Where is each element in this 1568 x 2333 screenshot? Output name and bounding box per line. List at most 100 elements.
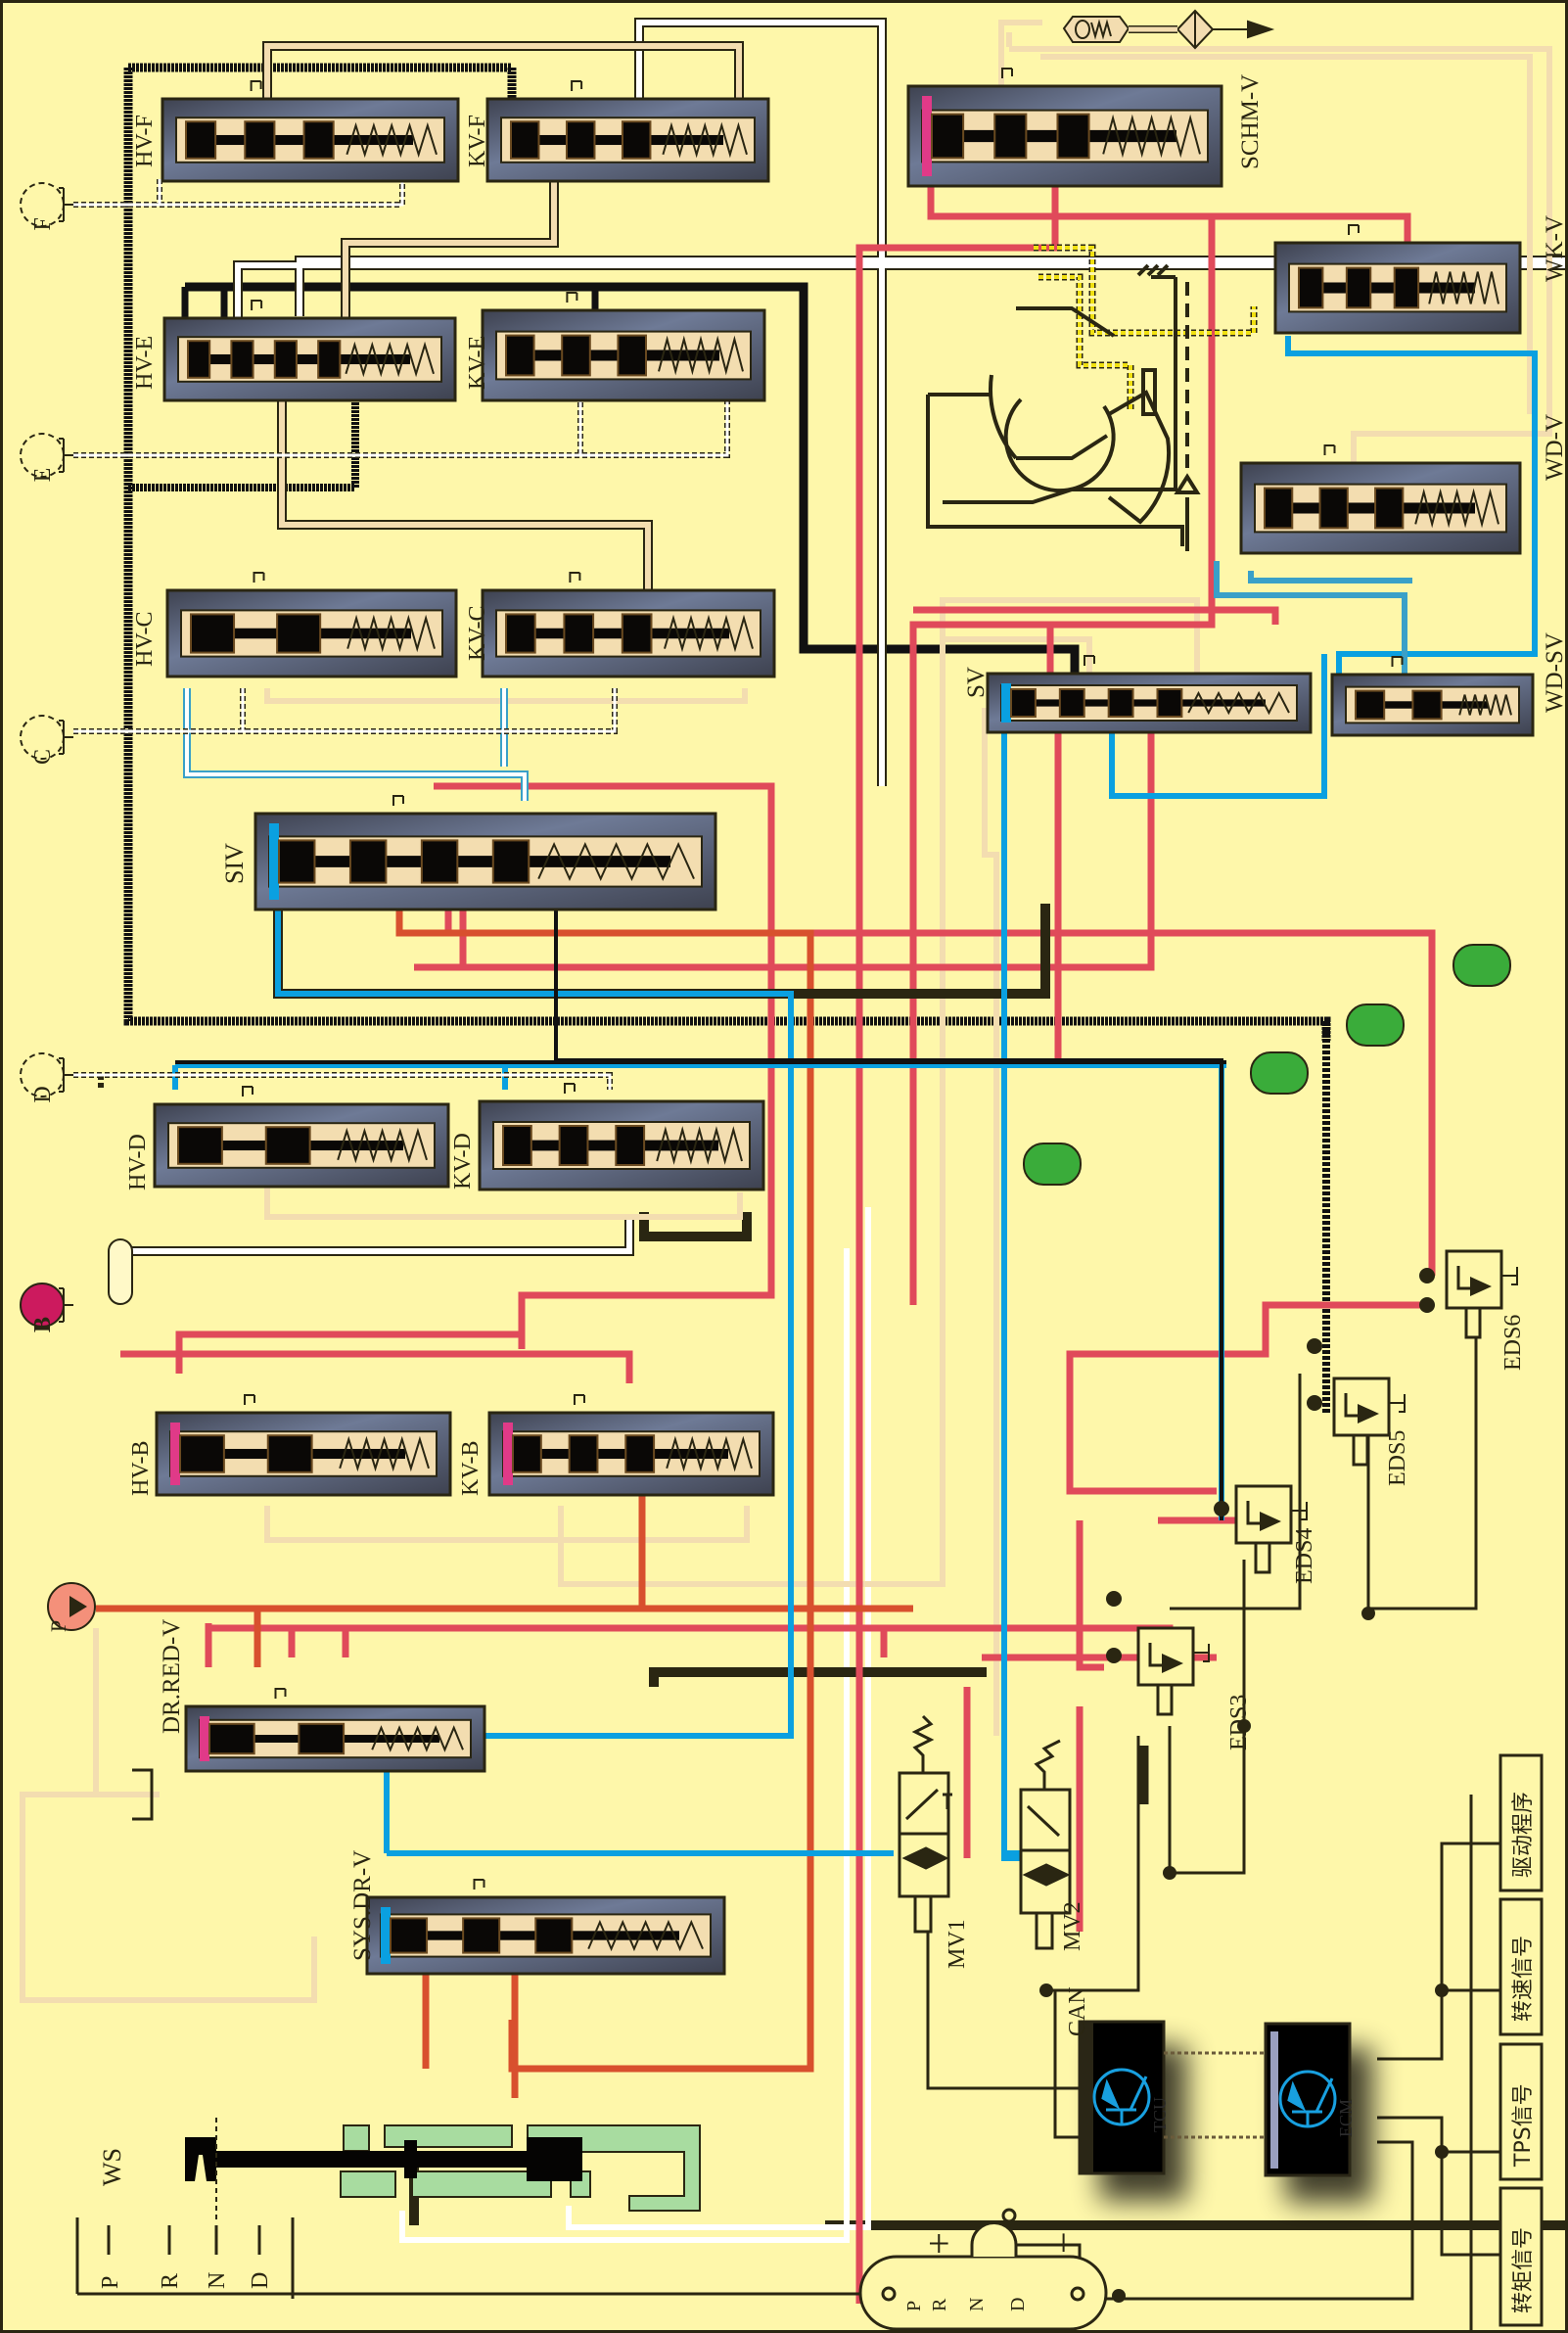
accumulator-2 — [1346, 1003, 1405, 1047]
signal-driver: 驱动程序 — [1511, 1792, 1536, 1878]
label-wd-sv: WD-SV — [1542, 632, 1568, 713]
lever-r: R — [929, 2298, 950, 2311]
eds-solenoids — [1136, 1249, 1518, 1716]
gate-d: D — [248, 2272, 273, 2289]
valve-kv-c — [481, 572, 776, 678]
label-wk-v: WK-V — [1542, 215, 1568, 282]
spring-icon — [1428, 271, 1499, 304]
label-kv-d: KV-D — [450, 1133, 476, 1190]
can-label: CAN — [1065, 1986, 1090, 2036]
wire-junctions — [1039, 1268, 1449, 2303]
valve-sys-dr-v — [365, 1879, 726, 1976]
valve-dr-red-v — [184, 1688, 486, 1773]
sump — [132, 1768, 154, 1821]
exhaust-port-icon — [1348, 224, 1360, 235]
exhaust-port-icon — [244, 1394, 255, 1405]
label-mv1: MV1 — [945, 1919, 970, 1969]
valve-sv — [986, 655, 1313, 734]
pump-label: P — [46, 1620, 70, 1632]
label-mv2: MV2 — [1060, 1901, 1085, 1951]
exhaust-port-icon — [1084, 655, 1095, 666]
label-wd-v: WD-V — [1542, 414, 1568, 481]
accumulator-4 — [1023, 1143, 1082, 1186]
valve-hv-f — [161, 80, 460, 183]
line-tan-e — [279, 395, 651, 590]
wire-mv — [926, 1736, 1140, 2139]
hydraulic-lines — [20, 18, 1565, 2330]
spring-icon — [1102, 114, 1201, 159]
line-tan-sump — [20, 1628, 317, 2003]
line-blue-sv — [1001, 708, 1026, 1861]
label-hv-e: HV-E — [132, 336, 158, 390]
shift-minus: − — [1041, 2231, 1085, 2254]
solenoid-eds6 — [1445, 1249, 1518, 1339]
label-hv-b: HV-B — [128, 1441, 154, 1496]
shift-plus: + — [928, 2221, 950, 2265]
solenoid-eds5 — [1332, 1376, 1406, 1467]
label-kv-c: KV-C — [465, 606, 490, 661]
label-eds4: EDS4 — [1292, 1528, 1317, 1584]
clutch-label-d: D — [30, 1086, 56, 1102]
line-tan-d — [264, 1188, 743, 1220]
spring-icon — [658, 335, 744, 376]
exhaust-port-icon — [251, 300, 263, 310]
line-red-sysdr — [880, 1628, 1084, 1932]
accumulator-3 — [1250, 1051, 1309, 1095]
gate-r: R — [158, 2273, 183, 2289]
spring-icon — [345, 341, 435, 378]
valves — [153, 68, 1535, 1976]
clutch-label-b: B — [30, 1317, 56, 1332]
ecm-label: ECM — [1336, 2099, 1356, 2137]
line-tan-sv — [941, 636, 1092, 1736]
exhaust-port-icon — [473, 1879, 485, 1890]
label-sys-dr-v: SYS.DR-V — [349, 1850, 376, 1961]
spring-icon — [1414, 488, 1499, 529]
line-red-eds — [982, 1301, 1432, 1671]
label-hv-c: HV-C — [132, 612, 158, 667]
line-yellow-dashed — [1034, 246, 1256, 409]
spring-icon — [1187, 690, 1290, 716]
diagram-svg: HV-F KV-F HV-E KV-E HV-C KV-C SIV HV-D K… — [20, 9, 1568, 2330]
label-siv: SIV — [220, 843, 249, 884]
valve-hv-b — [155, 1394, 452, 1497]
label-kv-f: KV-F — [465, 115, 490, 167]
label-sv: SV — [963, 667, 990, 698]
oil-cooler — [1062, 9, 1275, 50]
signal-speed: 转速信号 — [1511, 1936, 1536, 2022]
line-orange-pump — [96, 1491, 913, 1667]
label-eds3: EDS3 — [1226, 1695, 1252, 1750]
exhaust-port-icon — [274, 1688, 287, 1699]
valve-wd-sv — [1330, 656, 1535, 737]
lever-n: N — [966, 2298, 988, 2311]
line-blue-wd — [1109, 336, 1538, 799]
gear-selector — [858, 2208, 1108, 2330]
valve-hv-e — [162, 300, 457, 402]
clutch-label-e: E — [30, 468, 56, 483]
ws-label: WS — [98, 2148, 126, 2186]
lever-p: P — [903, 2301, 925, 2311]
line-red-pink — [120, 782, 775, 1383]
clutch-label-c: C — [30, 749, 56, 765]
exhaust-port-icon — [571, 80, 583, 91]
signal-torque: 转矩信号 — [1511, 2227, 1536, 2313]
exhaust-port-icon — [242, 1086, 254, 1097]
line-black-loop-e — [128, 395, 359, 491]
exhaust-port-icon — [569, 572, 581, 583]
label-hv-f: HV-F — [132, 115, 158, 167]
wire-eds — [1168, 1325, 1478, 2330]
spring-icon — [587, 1919, 704, 1952]
line-exhaust-2 — [117, 1217, 632, 1285]
signal-tps: TPS信号 — [1511, 2083, 1536, 2168]
spring-icon — [346, 121, 438, 159]
valve-kv-f — [485, 80, 770, 183]
line-exhaust-1 — [235, 20, 1565, 786]
spring-icon — [346, 614, 436, 653]
clutch-label-f: F — [30, 217, 56, 230]
valve-kv-e — [481, 292, 766, 402]
solenoid-eds3 — [1136, 1626, 1210, 1716]
line-tan-f — [264, 43, 742, 326]
valve-wk-v — [1273, 224, 1522, 335]
spring-icon — [1458, 694, 1512, 716]
valve-kv-d — [478, 1083, 765, 1191]
